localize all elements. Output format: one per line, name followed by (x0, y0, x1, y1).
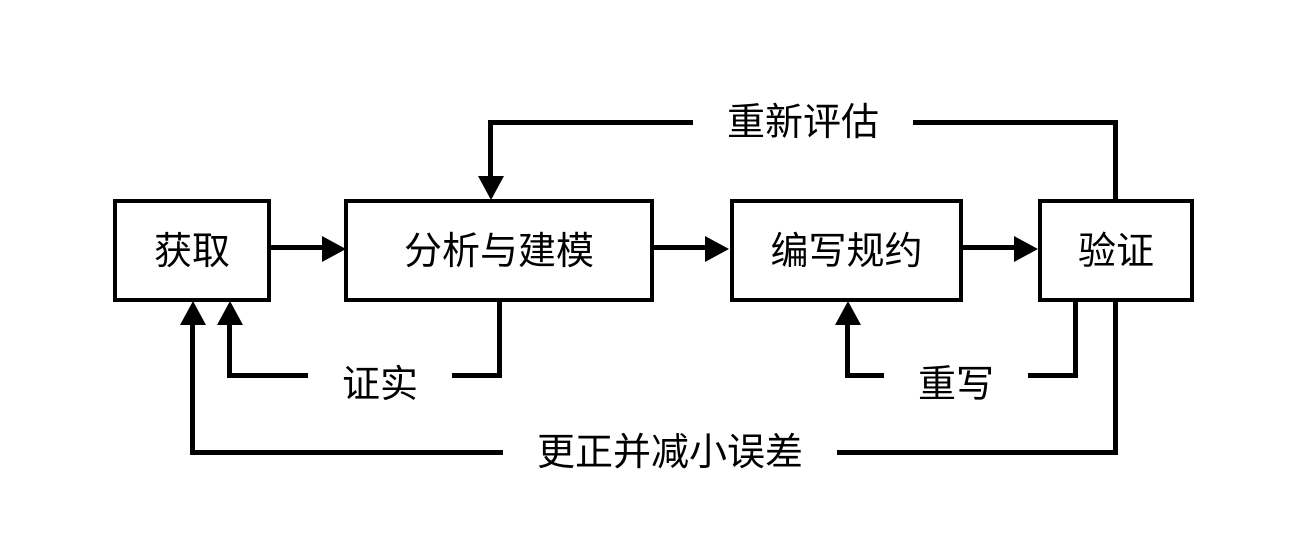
node-analysis-modeling-label: 分析与建模 (403, 228, 594, 273)
node-acquire: 获取 (113, 199, 271, 302)
edge-label-reevaluate: 重新评估 (692, 101, 914, 143)
flow-arrow-acquire-to-analysis (268, 245, 324, 250)
correct-errors-loop-line-right (1113, 302, 1118, 455)
flow-arrow-spec-to-verify (960, 245, 1016, 250)
arrowhead-down-icon (478, 176, 504, 200)
node-write-specification: 编写规约 (730, 199, 963, 302)
rewrite-loop-line-left (845, 322, 850, 375)
rewrite-loop-line-right (1073, 302, 1078, 378)
flow-arrow-analysis-to-spec (651, 245, 707, 250)
arrowhead-up-icon (180, 301, 206, 325)
arrowhead-right-icon (705, 236, 729, 262)
node-analysis-modeling: 分析与建模 (344, 199, 654, 302)
arrowhead-up-icon (835, 301, 861, 325)
edge-label-rewrite: 重写 (883, 363, 1029, 405)
confirm-loop-line-right (497, 302, 502, 378)
edge-label-confirm: 证实 (307, 363, 453, 405)
node-acquire-label: 获取 (153, 228, 230, 273)
correct-errors-loop-line-left (190, 322, 195, 452)
node-verification-label: 验证 (1077, 228, 1154, 273)
confirm-loop-line-left (227, 322, 232, 375)
arrowhead-right-icon (1014, 236, 1038, 262)
reevaluate-loop-line-left (488, 120, 493, 180)
arrowhead-right-icon (322, 236, 346, 262)
node-write-specification-label: 编写规约 (770, 228, 923, 273)
reevaluate-loop-line-right (1113, 120, 1118, 200)
arrowhead-up-icon (217, 301, 243, 325)
edge-label-correct-errors: 更正并减小误差 (502, 431, 838, 473)
node-verification: 验证 (1038, 199, 1194, 302)
